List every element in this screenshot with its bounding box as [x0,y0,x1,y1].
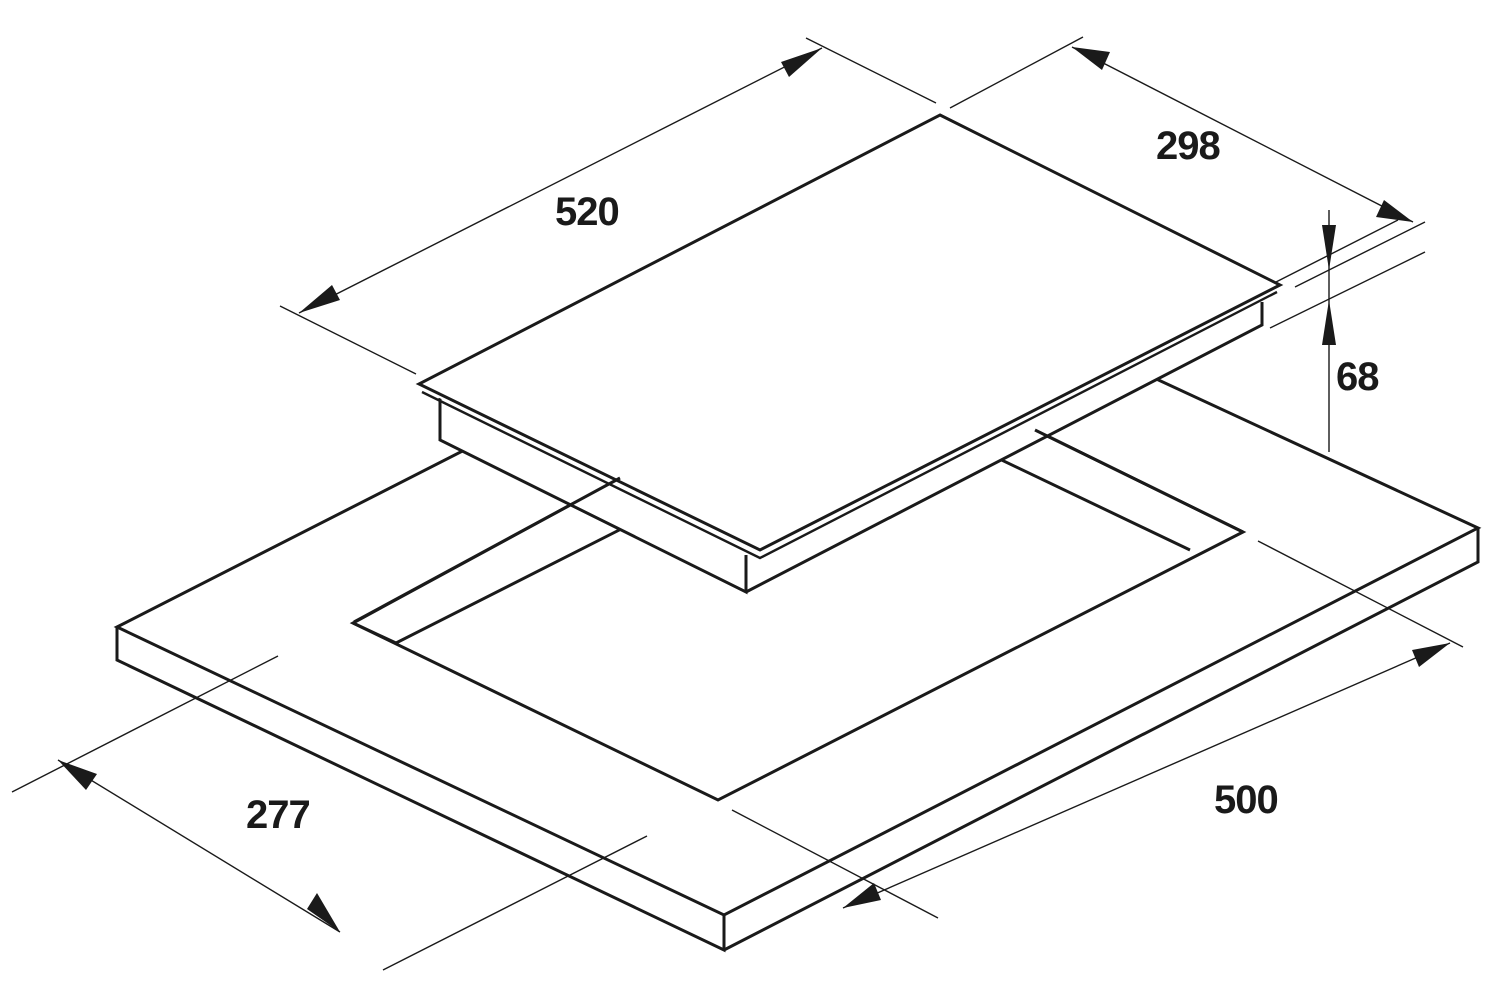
label-hob-width: 520 [555,190,620,234]
cooktop [353,113,1284,624]
arrow-icon [1322,300,1336,345]
label-hob-depth: 298 [1156,124,1221,168]
label-cutout-depth: 277 [246,793,311,837]
arrow-icon [1376,200,1413,222]
dimension-hob-width [279,37,937,375]
dimension-cutout-depth [11,655,648,971]
label-cutout-width: 500 [1214,778,1279,822]
arrow-icon [843,883,881,908]
arrow-icon [58,760,97,790]
arrow-icon [1412,643,1450,667]
dimension-hob-depth [949,36,1414,283]
label-hob-height: 68 [1336,355,1379,399]
dimension-cutout-width [731,540,1464,919]
arrow-icon [307,893,340,932]
arrow-icon [1072,47,1110,70]
countertop [113,243,1482,953]
arrow-icon [781,48,822,77]
dimension-hob-height [1269,210,1426,452]
arrow-icon [1322,225,1336,270]
arrow-icon [299,285,340,313]
